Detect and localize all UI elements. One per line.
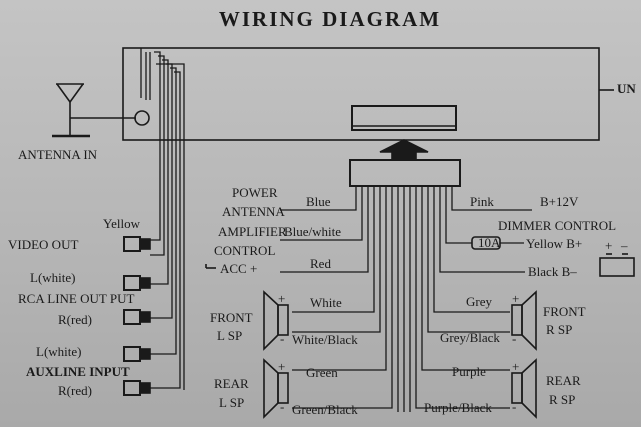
rear-l-sp-label-1: REAR (214, 376, 249, 391)
rca-cable-bundle (140, 48, 185, 390)
harness-connector (349, 159, 461, 187)
grey-wire-label: Grey (466, 294, 492, 309)
green-wire-label: Green (306, 365, 338, 380)
purple-wire-label: Purple (452, 364, 486, 379)
yellow-label: Yellow (103, 216, 141, 231)
red-wire-label: Red (310, 256, 331, 271)
rr-plus: + (512, 359, 519, 374)
b12v-label: B+12V (540, 194, 579, 209)
battery-icon (599, 253, 635, 277)
amplifier-label: AMPLIFIER (218, 224, 287, 239)
front-r-sp-label-2: R SP (546, 322, 572, 337)
r-red-label-1: R(red) (58, 312, 92, 327)
grey-black-wire-label: Grey/Black (440, 330, 500, 345)
unit-label: UN (617, 81, 636, 96)
antenna-label: ANTENNA (222, 204, 285, 219)
harness-wires (280, 186, 532, 412)
blue-white-wire-label: Blue/white (284, 224, 341, 239)
acc-label: ACC + (220, 261, 257, 276)
video-out-label: VIDEO OUT (8, 237, 78, 252)
speaker-front-left (263, 290, 289, 351)
front-l-sp-label-1: FRONT (210, 310, 253, 325)
fr-minus: - (512, 331, 516, 346)
antenna-in-label: ANTENNA IN (18, 147, 98, 162)
fuse-10a (471, 236, 501, 250)
antenna-icon (52, 83, 150, 138)
rear-r-sp-label-2: R SP (549, 392, 575, 407)
speaker-front-right (511, 290, 537, 351)
rl-minus: - (280, 399, 284, 414)
speaker-rear-right (511, 358, 537, 419)
dimmer-control-label: DIMMER CONTROL (498, 218, 616, 233)
l-white-label-2: L(white) (36, 344, 81, 359)
white-black-wire-label: White/Black (292, 332, 358, 347)
diagram-title: WIRING DIAGRAM (219, 7, 441, 31)
connector-slot (351, 105, 457, 131)
rear-r-sp-label-1: REAR (546, 373, 581, 388)
front-r-sp-label-1: FRONT (543, 304, 586, 319)
fuse-label: 10A (478, 235, 501, 250)
green-black-wire-label: Green/Black (292, 402, 358, 417)
l-white-label-1: L(white) (30, 270, 75, 285)
yellow-b-plus-label: Yellow B+ (526, 236, 582, 251)
rl-plus: + (278, 359, 285, 374)
key-icon (205, 264, 216, 269)
rear-l-sp-label-2: L SP (219, 395, 244, 410)
white-wire-label: White (310, 295, 342, 310)
pink-wire-label: Pink (470, 194, 494, 209)
control-label: CONTROL (214, 243, 275, 258)
up-arrow-icon (379, 139, 429, 161)
r-red-label-2: R(red) (58, 383, 92, 398)
rca-plugs (123, 236, 151, 396)
black-b-minus-label: Black B– (528, 264, 577, 279)
head-unit (122, 47, 600, 141)
blue-wire-label: Blue (306, 194, 331, 209)
battery-minus-label: – (620, 238, 628, 253)
rr-minus: - (512, 399, 516, 414)
fl-minus: - (280, 331, 284, 346)
purple-black-wire-label: Purple/Black (424, 400, 492, 415)
fl-plus: + (278, 291, 285, 306)
power-label: POWER (232, 185, 278, 200)
aux-line-input-label: AUXLINE INPUT (26, 364, 130, 379)
rca-line-out-label: RCA LINE OUT PUT (18, 291, 134, 306)
front-l-sp-label-2: L SP (217, 328, 242, 343)
speaker-rear-left (263, 358, 289, 419)
battery-plus-label: + (605, 238, 612, 253)
fr-plus: + (512, 291, 519, 306)
